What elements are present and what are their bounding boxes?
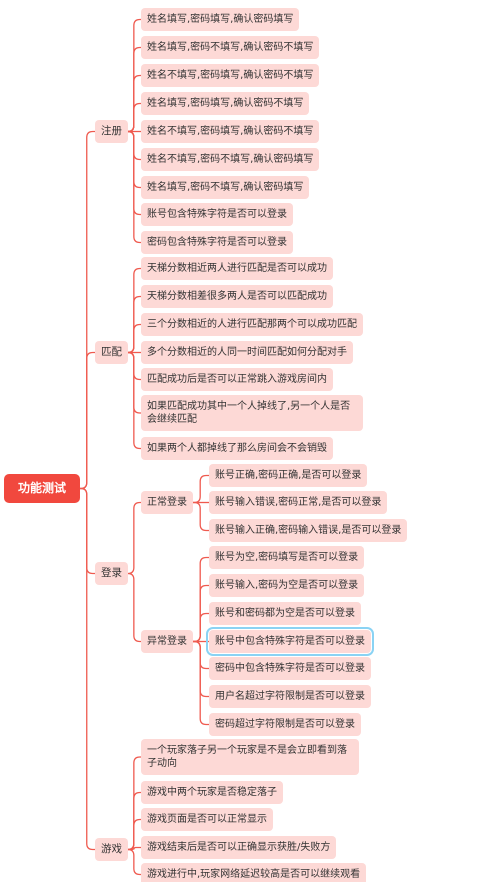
leaf-game-1[interactable]: 一个玩家落子另一个玩家是不是会立即看到落子动向 [141,739,359,775]
leaf-register-5[interactable]: 姓名不填写,密码填写,确认密码不填写 [141,120,320,143]
branch-game[interactable]: 游戏 [95,838,128,861]
connector-line [193,474,209,504]
sub-abnormal-login[interactable]: 异常登录 [141,630,193,653]
connector-line [127,572,141,643]
leaf-match-1[interactable]: 天梯分数相近两人进行匹配是否可以成功 [141,257,333,280]
leaf-game-5[interactable]: 游戏进行中,玩家网络延迟较高是否可以继续观看 [141,863,367,882]
leaf-match-5[interactable]: 匹配成功后是否可以正常跳入游戏房间内 [141,368,333,391]
leaf-game-3[interactable]: 游戏页面是否可以正常显示 [141,808,273,831]
leaf-normal-login-2[interactable]: 账号输入错误,密码正常,是否可以登录 [209,491,388,514]
connector-line [127,501,141,575]
branch-match[interactable]: 匹配 [95,341,128,364]
leaf-match-2[interactable]: 天梯分数相差很多两人是否可以匹配成功 [141,285,333,308]
leaf-abnormal-login-7[interactable]: 密码超过字符限制是否可以登录 [209,713,361,736]
connector-line [127,818,141,851]
leaf-register-8[interactable]: 账号包含特殊字符是否可以登录 [141,203,293,226]
leaf-register-7[interactable]: 姓名填写,密码不填写,确认密码填写 [141,176,310,199]
leaf-register-2[interactable]: 姓名填写,密码不填写,确认密码不填写 [141,36,320,59]
leaf-register-3[interactable]: 姓名不填写,密码填写,确认密码不填写 [141,64,320,87]
connector-line [193,612,209,643]
connector-line [193,640,209,670]
connector-line [193,501,209,532]
connector-line [80,130,95,490]
leaf-abnormal-login-1[interactable]: 账号为空,密码填写是否可以登录 [209,546,365,569]
leaf-match-4[interactable]: 多个分数相近的人同一时间匹配如何分配对手 [141,341,353,364]
leaf-normal-login-1[interactable]: 账号正确,密码正确,是否可以登录 [209,464,368,487]
connector-line [127,130,141,244]
leaf-register-4[interactable]: 姓名填写,密码填写,确认密码不填写 [141,92,310,115]
leaf-match-3[interactable]: 三个分数相近的人进行匹配那两个可以成功匹配 [141,313,363,336]
leaf-abnormal-login-2[interactable]: 账号输入,密码为空是否可以登录 [209,574,365,597]
connector-line [127,848,141,876]
branch-login[interactable]: 登录 [95,562,128,585]
connector-line [193,556,209,643]
root-node[interactable]: 功能测试 [4,474,81,503]
leaf-normal-login-3[interactable]: 账号输入正确,密码输入错误,是否可以登录 [209,519,408,542]
leaf-register-9[interactable]: 密码包含特殊字符是否可以登录 [141,231,293,254]
connector-line [80,487,95,575]
connector-line [127,323,141,354]
leaf-register-1[interactable]: 姓名填写,密码填写,确认密码填写 [141,8,300,31]
leaf-abnormal-login-4[interactable]: 账号中包含特殊字符是否可以登录 [206,627,374,656]
connector-line [80,487,95,851]
branch-register[interactable]: 注册 [95,120,128,143]
leaf-abnormal-login-5[interactable]: 密码中包含特殊字符是否可以登录 [209,657,371,680]
connector-line [128,846,141,851]
connector-line [193,640,209,726]
leaf-register-6[interactable]: 姓名不填写,密码不填写,确认密码填写 [141,148,320,171]
leaf-game-2[interactable]: 游戏中两个玩家是否稳定落子 [141,781,283,804]
leaf-abnormal-login-6[interactable]: 用户名超过字符限制是否可以登录 [209,685,371,708]
leaf-abnormal-login-3[interactable]: 账号和密码都为空是否可以登录 [209,602,361,625]
leaf-game-4[interactable]: 游戏结束后是否可以正确显示获胜/失败方 [141,836,337,859]
sub-normal-login[interactable]: 正常登录 [141,491,193,514]
connector-line [80,351,95,490]
leaf-match-7[interactable]: 如果两个人都掉线了那么房间会不会销毁 [141,437,333,460]
connector-line [127,102,141,133]
connector-line [127,351,141,450]
leaf-match-6[interactable]: 如果匹配成功其中一个人掉线了,另一个人是否会继续匹配 [141,395,363,431]
